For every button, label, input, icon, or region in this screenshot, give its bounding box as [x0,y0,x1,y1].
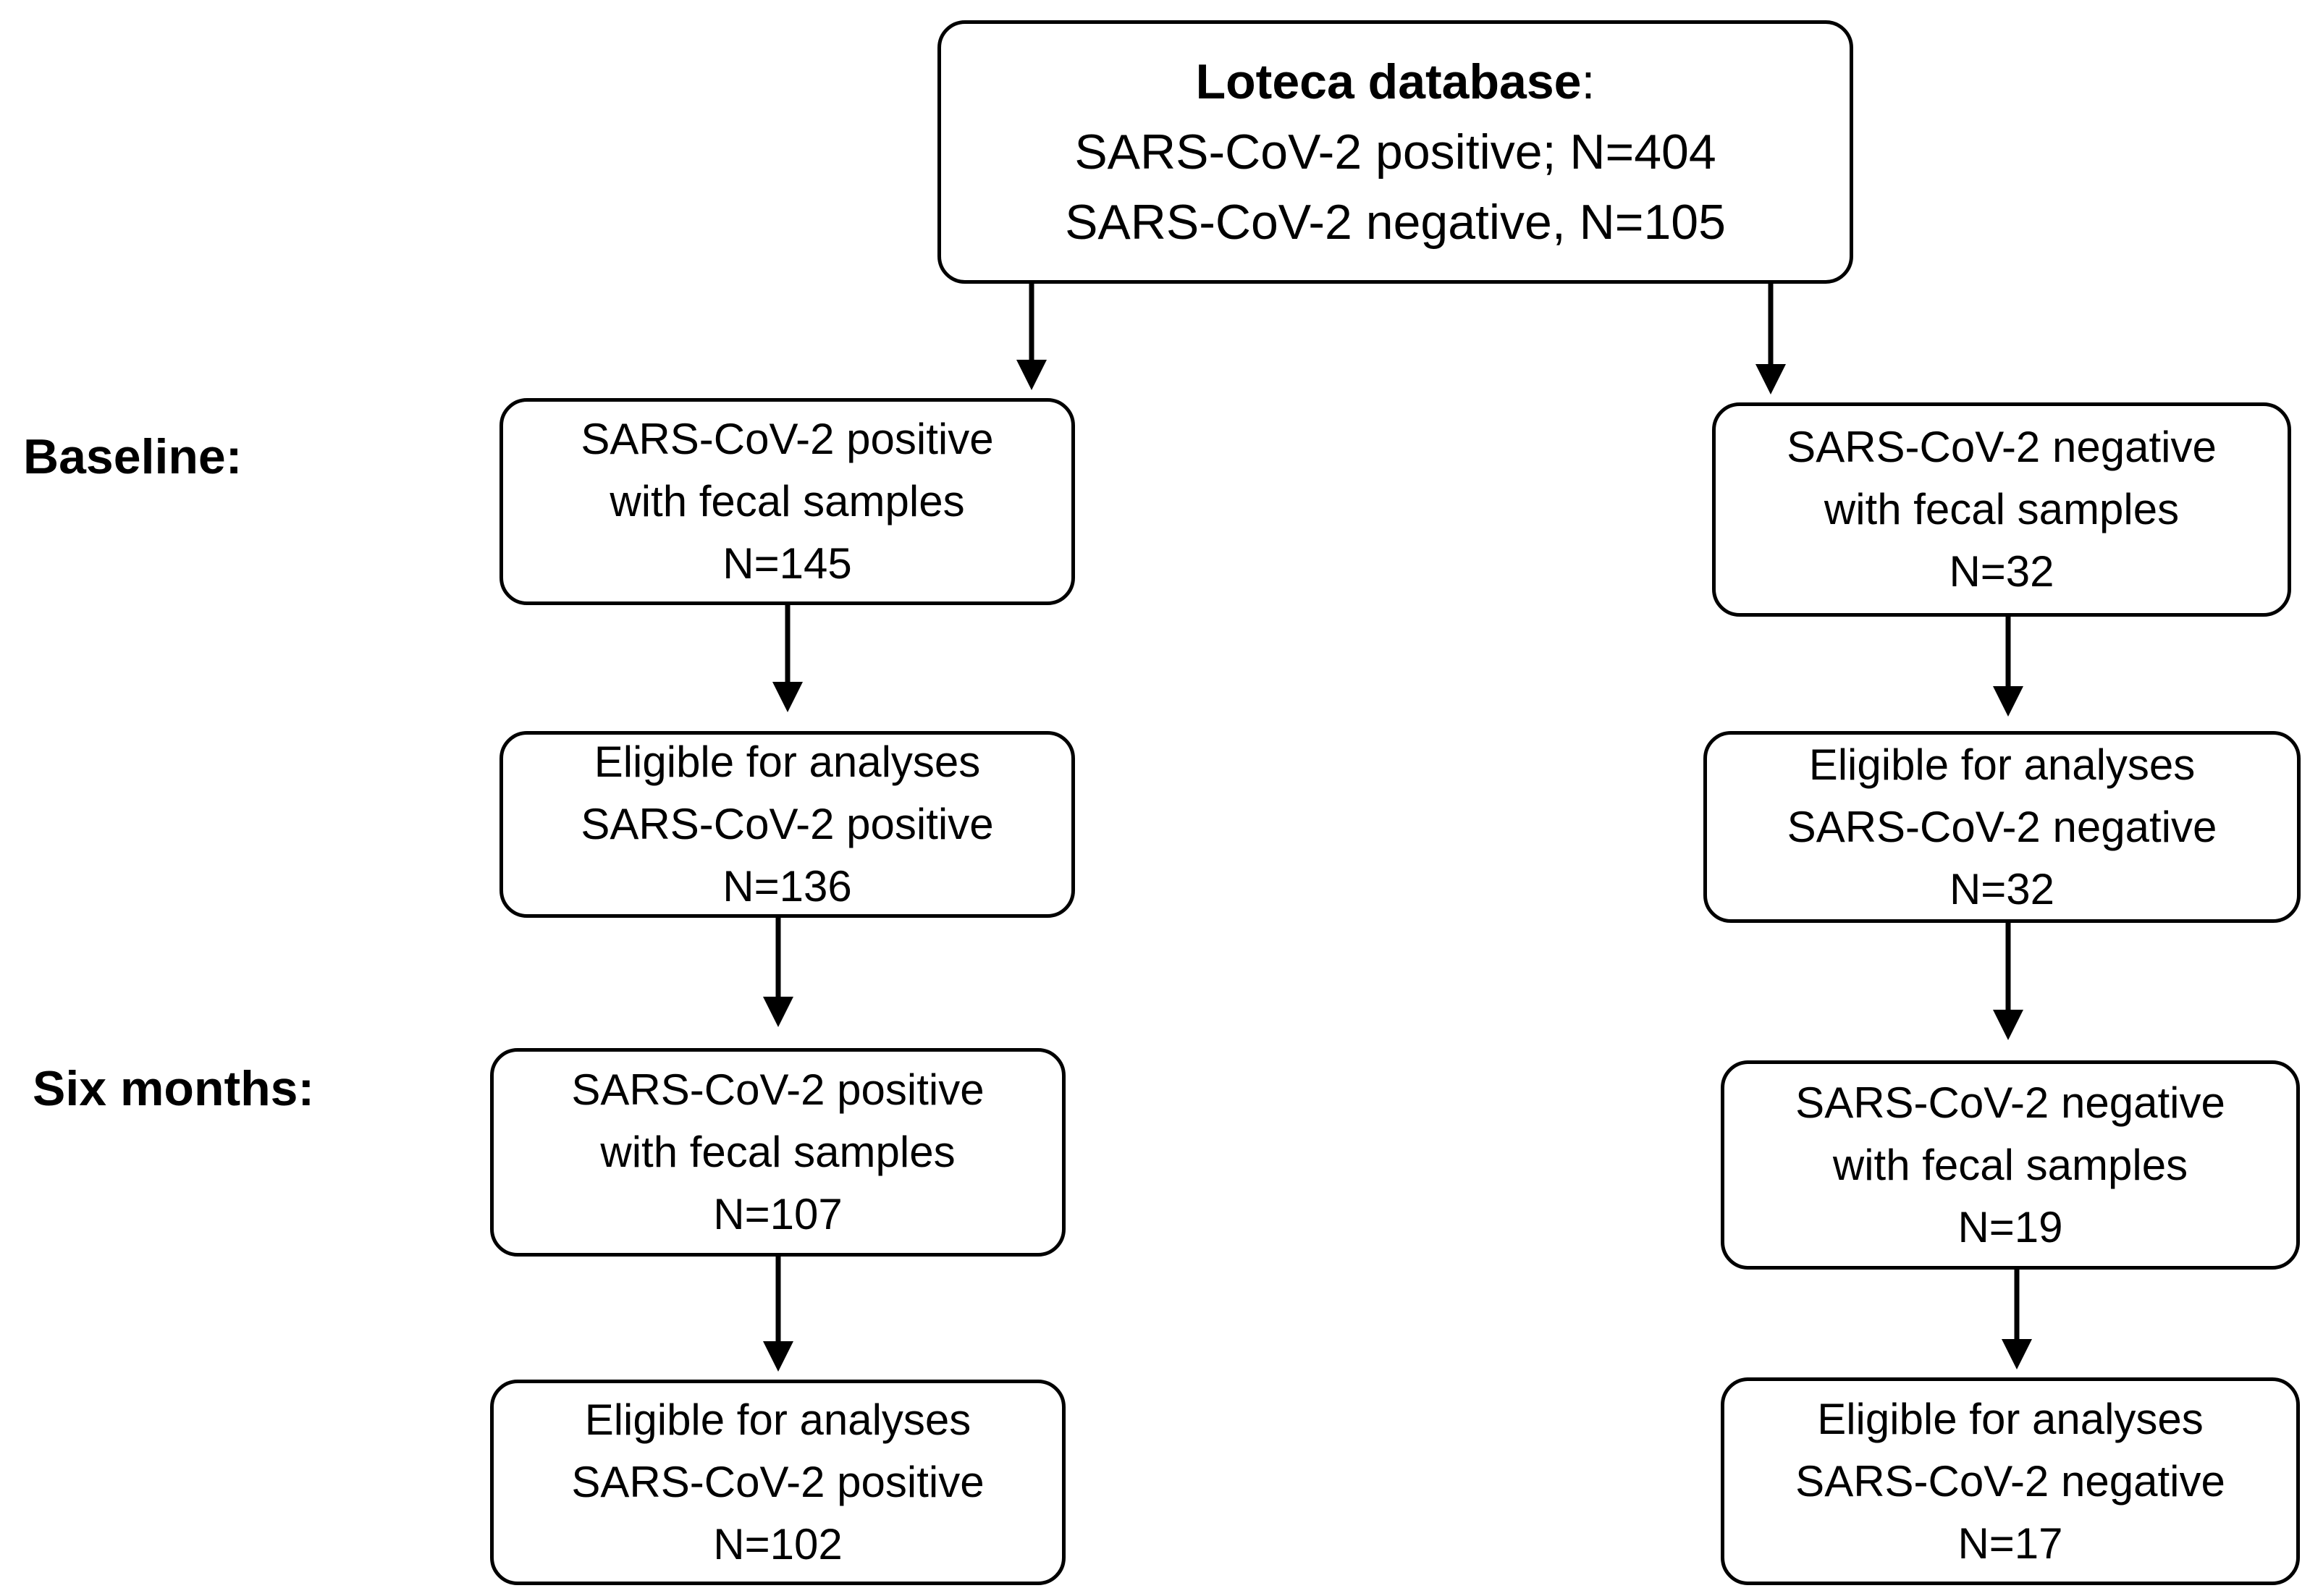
database-box: Loteca database: SARS-CoV-2 positive; N=… [937,20,1853,284]
database-title-suffix: : [1581,54,1595,109]
positive-six-months-eligible-box: Eligible for analyses SARS-CoV-2 positiv… [490,1380,1066,1585]
negative-baseline-box: SARS-CoV-2 negative with fecal samples N… [1712,402,2291,617]
box-line: Eligible for analyses [1817,1394,2204,1443]
box-line: SARS-CoV-2 positive [581,415,994,463]
box-count: N=102 [713,1520,843,1568]
database-negative-count: SARS-CoV-2 negative, N=105 [1065,194,1726,250]
box-count: N=32 [1949,864,2055,913]
box-count: N=107 [713,1190,843,1238]
box-line: Eligible for analyses [594,738,981,786]
box-line: SARS-CoV-2 negative [1795,1456,2225,1506]
box-line: with fecal samples [600,1128,956,1176]
box-line: Eligible for analyses [584,1396,971,1444]
box-line: SARS-CoV-2 negative [1787,802,2217,851]
box-line: SARS-CoV-2 negative [1787,423,2217,471]
box-line: SARS-CoV-2 positive [571,1065,985,1114]
positive-baseline-eligible-box: Eligible for analyses SARS-CoV-2 positiv… [499,731,1075,918]
box-line: with fecal samples [1824,485,2180,533]
box-count: N=32 [1949,547,2054,596]
box-count: N=17 [1957,1519,2063,1568]
database-title-line: Loteca database: [1196,47,1595,117]
negative-six-months-eligible-box: Eligible for analyses SARS-CoV-2 negativ… [1721,1377,2300,1585]
database-title: Loteca database [1195,54,1582,109]
negative-six-months-box: SARS-CoV-2 negative with fecal samples N… [1721,1060,2300,1270]
box-count: N=136 [722,862,852,911]
box-line: with fecal samples [1832,1140,2188,1189]
positive-baseline-box: SARS-CoV-2 positive with fecal samples N… [499,398,1075,605]
box-line: SARS-CoV-2 negative [1795,1078,2225,1127]
stage-label-six-months: Six months: [33,1061,315,1116]
box-line: Eligible for analyses [1808,740,2196,789]
negative-baseline-eligible-box: Eligible for analyses SARS-CoV-2 negativ… [1703,731,2301,923]
box-count: N=145 [722,539,852,588]
box-line: SARS-CoV-2 positive [581,800,994,848]
box-line: with fecal samples [610,477,965,525]
stage-label-baseline: Baseline: [23,429,243,484]
database-positive-count: SARS-CoV-2 positive; N=404 [1074,124,1716,180]
positive-six-months-box: SARS-CoV-2 positive with fecal samples N… [490,1048,1066,1257]
box-count: N=19 [1957,1202,2063,1251]
box-line: SARS-CoV-2 positive [571,1458,985,1506]
